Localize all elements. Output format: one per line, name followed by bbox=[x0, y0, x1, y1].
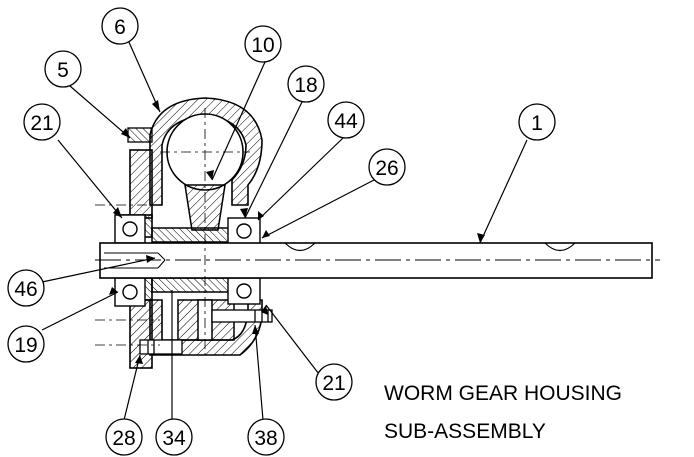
svg-text:6: 6 bbox=[114, 16, 126, 39]
balloon-18: 18 bbox=[287, 65, 325, 103]
balloon-44: 44 bbox=[327, 101, 365, 139]
svg-text:21: 21 bbox=[30, 112, 53, 135]
svg-text:5: 5 bbox=[57, 59, 69, 82]
svg-text:26: 26 bbox=[375, 157, 398, 180]
balloon-1: 1 bbox=[518, 103, 556, 141]
shaft bbox=[95, 242, 660, 279]
svg-text:38: 38 bbox=[254, 427, 277, 450]
svg-text:18: 18 bbox=[294, 74, 317, 97]
leader-lines bbox=[41, 39, 528, 421]
svg-text:1: 1 bbox=[531, 112, 543, 135]
balloon-19: 19 bbox=[7, 325, 45, 363]
balloon-34: 34 bbox=[155, 418, 193, 456]
svg-text:19: 19 bbox=[14, 334, 37, 357]
svg-text:44: 44 bbox=[334, 110, 358, 133]
balloon-10: 10 bbox=[244, 25, 282, 63]
balloon-28: 28 bbox=[105, 418, 143, 456]
centerlines bbox=[95, 108, 250, 355]
svg-text:21: 21 bbox=[322, 372, 345, 395]
balloon-5: 5 bbox=[44, 50, 82, 88]
title-line-1: WORM GEAR HOUSING bbox=[384, 382, 622, 405]
balloon-21-top: 21 bbox=[23, 103, 61, 141]
balloon-46: 46 bbox=[7, 269, 45, 307]
svg-text:34: 34 bbox=[162, 427, 186, 450]
balloon-26: 26 bbox=[368, 148, 406, 186]
balloon-6: 6 bbox=[101, 7, 139, 45]
balloon-21-bottom: 21 bbox=[315, 363, 353, 401]
svg-text:10: 10 bbox=[251, 34, 274, 57]
svg-text:46: 46 bbox=[14, 278, 37, 301]
title-line-2: SUB-ASSEMBLY bbox=[384, 420, 546, 443]
svg-text:28: 28 bbox=[112, 427, 135, 450]
balloon-38: 38 bbox=[247, 418, 285, 456]
arrowheads bbox=[109, 100, 485, 364]
